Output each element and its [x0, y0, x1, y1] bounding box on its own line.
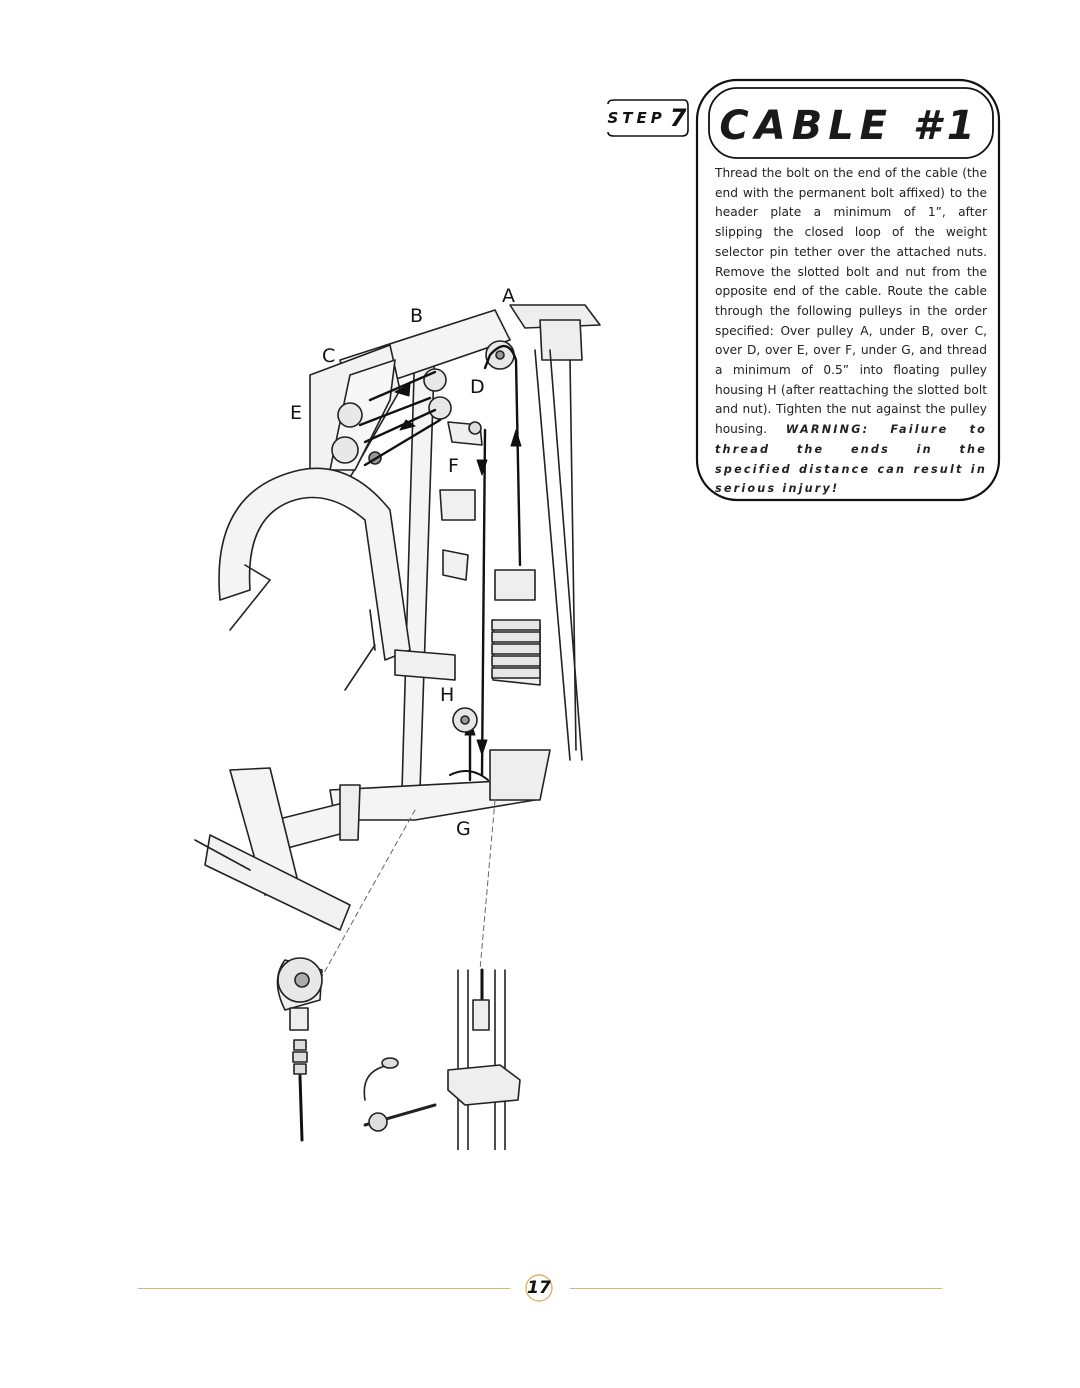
detail-leaders [319, 799, 496, 981]
cable-path [358, 345, 522, 782]
label-b: B [410, 305, 424, 327]
page-title: CABLE #1 [719, 103, 981, 149]
footer-rule-right [570, 1288, 942, 1289]
weight-plates [491, 619, 541, 679]
step-label: STEP [607, 109, 666, 127]
gym-illustration [194, 304, 601, 1161]
cable-arrows [394, 383, 522, 756]
step-badge-frame [607, 99, 689, 137]
step-badge: STEP 7 [604, 98, 690, 138]
page-number-frame [525, 1274, 553, 1302]
label-f: F [448, 455, 459, 477]
pulley-housing-detail [276, 957, 323, 1142]
instruction-body: Thread the bolt on the end of the cable … [715, 166, 987, 437]
label-a: A [502, 285, 515, 307]
warning-text: WARNING: Failure to thread the ends in t… [715, 423, 988, 496]
label-g: G [456, 818, 471, 840]
label-h: H [440, 684, 455, 706]
cable-routing-diagram: A B C D E F H G [190, 280, 610, 1161]
instruction-panel: CABLE #1 Thread the bolt on the end of t… [695, 78, 1003, 502]
page-number-text: 17 [527, 1278, 551, 1298]
label-d: D [470, 376, 485, 398]
footer-rule-left [138, 1288, 510, 1289]
page-number: 17 [524, 1273, 554, 1303]
label-e: E [290, 402, 303, 424]
step-number: 7 [669, 104, 687, 132]
label-c: C [322, 345, 336, 367]
instruction-text: Thread the bolt on the end of the cable … [715, 164, 987, 499]
panel-frame [695, 78, 1001, 502]
selector-pin-detail [363, 968, 521, 1161]
